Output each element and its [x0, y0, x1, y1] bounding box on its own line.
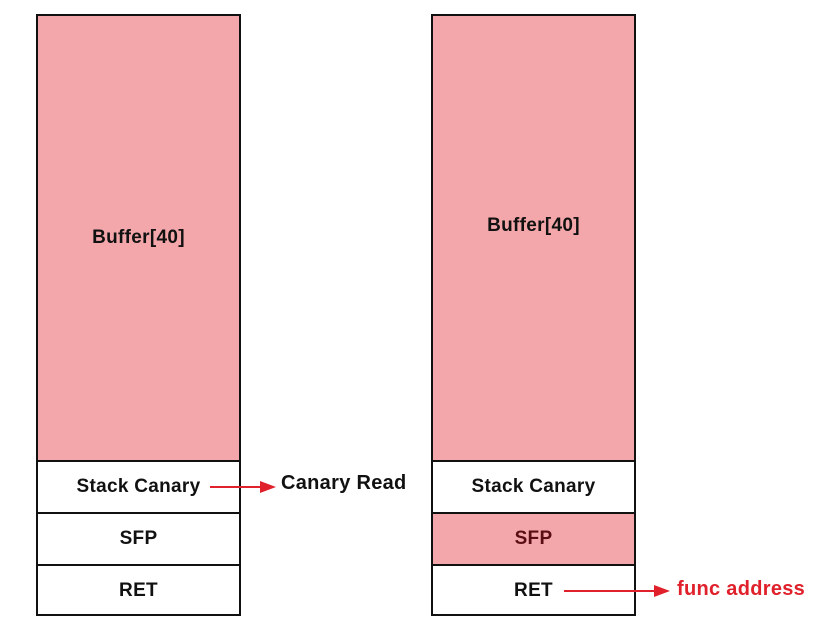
right-ret-label: RET [514, 580, 553, 601]
right-buffer-label: Buffer[40] [487, 215, 580, 236]
left-sfp-label: SFP [119, 528, 158, 549]
canary-read-arrow [210, 481, 276, 493]
right-buffer-cell: Buffer[40] [433, 16, 634, 460]
func-address-label: func address [677, 578, 806, 600]
left-stack: Buffer[40] Stack Canary SFP RET [36, 14, 241, 616]
left-ret-label: RET [119, 580, 158, 601]
left-canary-cell: Stack Canary [38, 460, 239, 512]
canary-read-label: Canary Read [281, 472, 407, 494]
left-ret-cell: RET [38, 564, 239, 616]
right-canary-label: Stack Canary [471, 476, 596, 497]
right-ret-cell: RET [433, 564, 634, 616]
right-canary-cell: Stack Canary [433, 460, 634, 512]
left-buffer-label: Buffer[40] [92, 227, 185, 248]
left-buffer-cell: Buffer[40] [38, 16, 239, 460]
left-canary-label: Stack Canary [76, 476, 201, 497]
right-sfp-cell: SFP [433, 512, 634, 564]
right-sfp-label: SFP [514, 528, 553, 549]
right-stack: Buffer[40] Stack Canary SFP RET [431, 14, 636, 616]
left-sfp-cell: SFP [38, 512, 239, 564]
func-address-arrow [564, 585, 670, 597]
